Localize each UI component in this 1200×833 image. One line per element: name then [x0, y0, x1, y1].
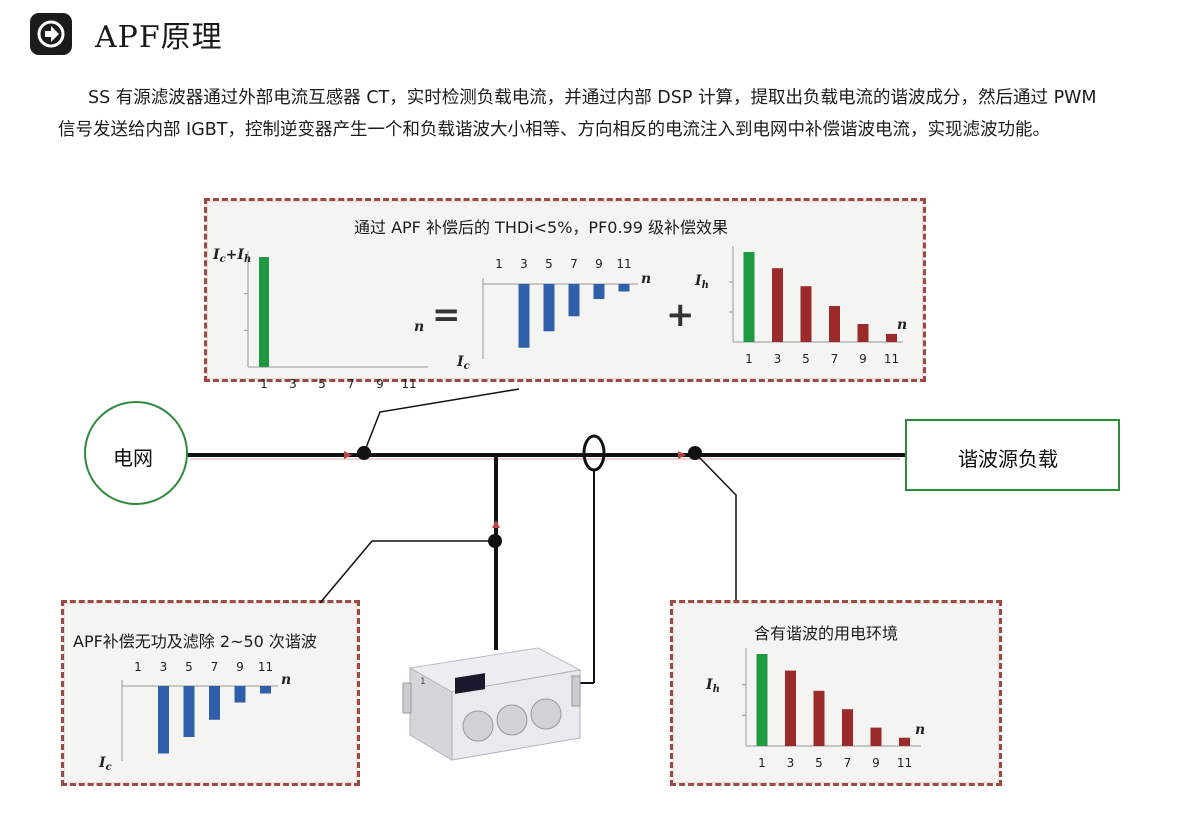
- injected-top-tick-3: 3: [520, 257, 528, 271]
- load-harmonics-tick-1: 1: [758, 756, 766, 770]
- load-harmonics-bar-9: [870, 727, 882, 746]
- load-harmonics-bar-7: [842, 709, 853, 746]
- branch-arrow: [492, 520, 500, 528]
- harmonic-top-tick-5: 5: [802, 352, 810, 366]
- harmonic-top-y-label: Ih: [694, 273, 709, 291]
- harmonic-top-bar-5: [800, 286, 812, 342]
- arrow-right-circle-icon: [30, 13, 72, 55]
- load-harmonics-tick-3: 3: [787, 756, 795, 770]
- injected-top-tick-5: 5: [545, 257, 553, 271]
- svg-text:1: 1: [420, 677, 426, 687]
- injected-top-bar-11: [618, 284, 630, 292]
- harmonic-top-bar-1: [743, 252, 755, 342]
- harmonic-top-bar-11: [886, 333, 897, 342]
- harmonic-top-bar-3: [772, 268, 783, 342]
- leader-right: [694, 452, 737, 600]
- grid-label: 电网: [113, 446, 153, 470]
- leader-left: [319, 540, 495, 604]
- apf-compensation-bar-7: [209, 686, 220, 720]
- injected-top-bar-3: [518, 284, 530, 348]
- load-harmonics-bar-5: [813, 690, 825, 746]
- apf-compensation-tick-7: 7: [211, 660, 219, 674]
- injected-top-bar-9: [593, 284, 605, 299]
- equals-sign: =: [432, 295, 461, 335]
- intro-line-2: 信号发送给内部 IGBT，控制逆变器产生一个和负载谐波大小相等、方向相反的电流注…: [58, 120, 1050, 140]
- load-box-caption: 含有谐波的用电环境: [754, 624, 899, 643]
- compensated-tick-11: 11: [401, 377, 416, 391]
- compensated-tick-3: 3: [289, 377, 297, 391]
- harmonic-top-tick-1: 1: [745, 352, 753, 366]
- harmonic-top-bar-9: [857, 324, 869, 342]
- apf-compensation-bar-3: [158, 686, 169, 754]
- injected-top-tick-9: 9: [595, 257, 603, 271]
- load-harmonics-tick-11: 11: [897, 756, 912, 770]
- load-harmonics-tick-9: 9: [872, 756, 880, 770]
- apf-compensation-tick-9: 9: [236, 660, 244, 674]
- apf-compensation-bar-11: [260, 686, 271, 694]
- intro-paragraph: SS 有源滤波器通过外部电流互感器 CT，实时检测负载电流，并通过内部 DSP …: [58, 82, 1178, 146]
- bus-arrow-right: [678, 451, 686, 459]
- load-label: 谐波源负载: [958, 447, 1058, 471]
- leader-top: [363, 388, 520, 454]
- load-harmonics-tick-5: 5: [815, 756, 823, 770]
- apf-compensation-bar-9: [234, 686, 246, 703]
- apf-compensation-x-label: n: [281, 672, 291, 688]
- apf-cabinet-icon: 1: [402, 647, 582, 761]
- page-title: APF原理: [95, 20, 223, 55]
- apf-box-caption: APF补偿无功及滤除 2~50 次谐波: [73, 632, 317, 651]
- load-harmonics-x-label: n: [915, 722, 925, 738]
- compensated-tick-7: 7: [347, 377, 355, 391]
- harmonic-top-tick-9: 9: [859, 352, 867, 366]
- harmonic-top-bar-7: [829, 306, 840, 342]
- load-harmonics-box: [670, 600, 1002, 786]
- top-box-caption: 通过 APF 补偿后的 THDi<5%，PF0.99 级补偿效果: [354, 218, 728, 237]
- compensated-tick-5: 5: [318, 377, 326, 391]
- apf-compensation-y-label: Ic: [98, 755, 112, 773]
- load-harmonics-bar-11: [899, 737, 910, 746]
- injected-top-y-label: Ic: [456, 354, 470, 372]
- injected-top-x-label: n: [641, 271, 651, 287]
- apf-compensation-tick-3: 3: [160, 660, 168, 674]
- apf-compensation-tick-5: 5: [185, 660, 193, 674]
- compensated-bar-1: [259, 257, 269, 367]
- load-harmonics-y-label: Ih: [705, 677, 720, 695]
- load-harmonics-bar-3: [785, 670, 796, 746]
- injected-top-tick-11: 11: [616, 257, 631, 271]
- harmonic-top-x-label: n: [897, 317, 907, 333]
- injected-top-tick-1: 1: [495, 257, 503, 271]
- compensated-tick-1: 1: [260, 377, 268, 391]
- bus-arrow-left: [344, 451, 352, 459]
- harmonic-top-tick-3: 3: [774, 352, 782, 366]
- compensated-tick-9: 9: [376, 377, 384, 391]
- apf-compensation-tick-11: 11: [258, 660, 273, 674]
- harmonic-top-tick-7: 7: [831, 352, 839, 366]
- apf-compensation-bar-5: [183, 686, 195, 737]
- harmonic-top-tick-11: 11: [884, 352, 899, 366]
- grid-node: [84, 401, 188, 505]
- plus-sign: +: [666, 295, 695, 335]
- apf-compensation-tick-1: 1: [134, 660, 142, 674]
- compensated-x-label: n: [414, 319, 424, 335]
- injected-top-bar-7: [568, 284, 580, 317]
- injected-top-bar-5: [543, 284, 555, 332]
- load-node: [905, 419, 1120, 491]
- intro-line-1: SS 有源滤波器通过外部电流互感器 CT，实时检测负载电流，并通过内部 DSP …: [88, 88, 1097, 108]
- compensated-y-label: Ic+Ih: [212, 247, 251, 265]
- load-harmonics-tick-7: 7: [844, 756, 852, 770]
- load-harmonics-bar-1: [756, 654, 768, 746]
- injected-top-tick-7: 7: [570, 257, 578, 271]
